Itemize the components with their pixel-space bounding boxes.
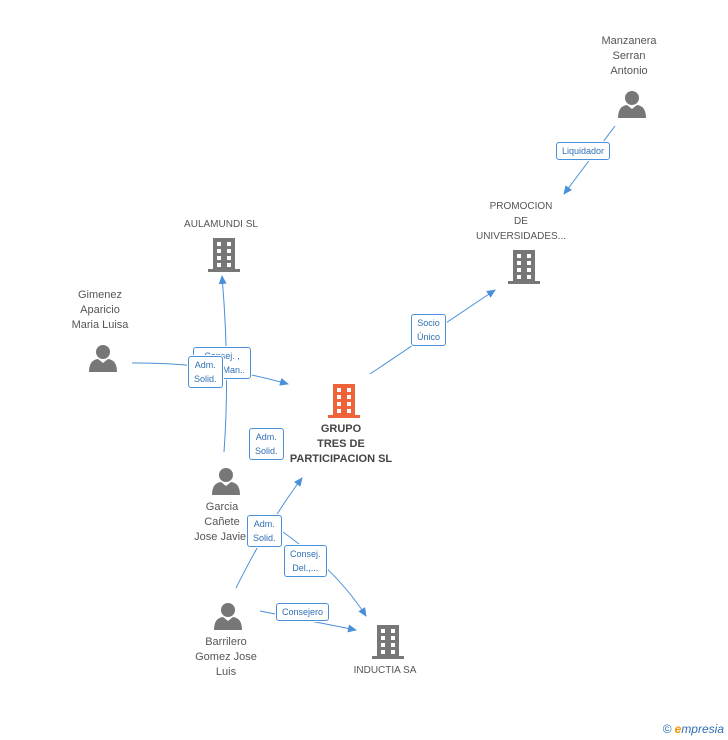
brand-name: mpresia xyxy=(681,722,724,736)
node-label-promocion[interactable]: PROMOCION DE UNIVERSIDADES... xyxy=(475,201,567,242)
node-label-grupo[interactable]: GRUPO TRES DE PARTICIPACION SL xyxy=(289,423,393,465)
edge-label-adm-solid-garcia[interactable]: Adm. Solid. xyxy=(249,428,284,460)
brand-e: e xyxy=(674,722,682,736)
person-icon-barrilero xyxy=(214,603,242,630)
person-icon-manzanera xyxy=(618,91,646,118)
building-icon-aulamundi xyxy=(208,238,240,272)
edge-label-consej-del[interactable]: Consej. Del.,... xyxy=(284,545,327,577)
node-label-gimenez[interactable]: Gimenez Aparicio Maria Luisa xyxy=(71,289,129,331)
node-label-barrilero[interactable]: Barrilero Gomez Jose Luis xyxy=(195,636,257,678)
edge-label-adm-solid-barrilero[interactable]: Adm. Solid. xyxy=(247,515,282,547)
building-icon-grupo[interactable] xyxy=(328,384,360,418)
copyright-icon: © xyxy=(662,722,672,736)
node-label-inductia[interactable]: INDUCTIA SA xyxy=(353,665,417,676)
edge-manzanera-promocion xyxy=(563,125,616,195)
person-icon-gimenez xyxy=(89,345,117,372)
edge-label-socio-unico[interactable]: Socio Único xyxy=(411,314,447,346)
node-label-manzanera[interactable]: Manzanera Serran Antonio xyxy=(601,35,657,77)
edge-label-liquidador[interactable]: Liquidador xyxy=(556,142,611,160)
edge-label-adm-solid-gimenez[interactable]: Adm. Solid. xyxy=(188,356,223,388)
edge-label-consejero[interactable]: Consejero xyxy=(276,603,330,621)
node-label-aulamundi[interactable]: AULAMUNDI SL xyxy=(184,219,258,230)
person-icon-garcia xyxy=(212,468,240,495)
building-icon-promocion xyxy=(508,250,540,284)
empresia-logo[interactable]: ©empresia xyxy=(663,722,724,736)
node-label-garcia[interactable]: Garcia Cañete Jose Javier xyxy=(194,501,250,543)
building-icon-inductia xyxy=(372,625,404,659)
